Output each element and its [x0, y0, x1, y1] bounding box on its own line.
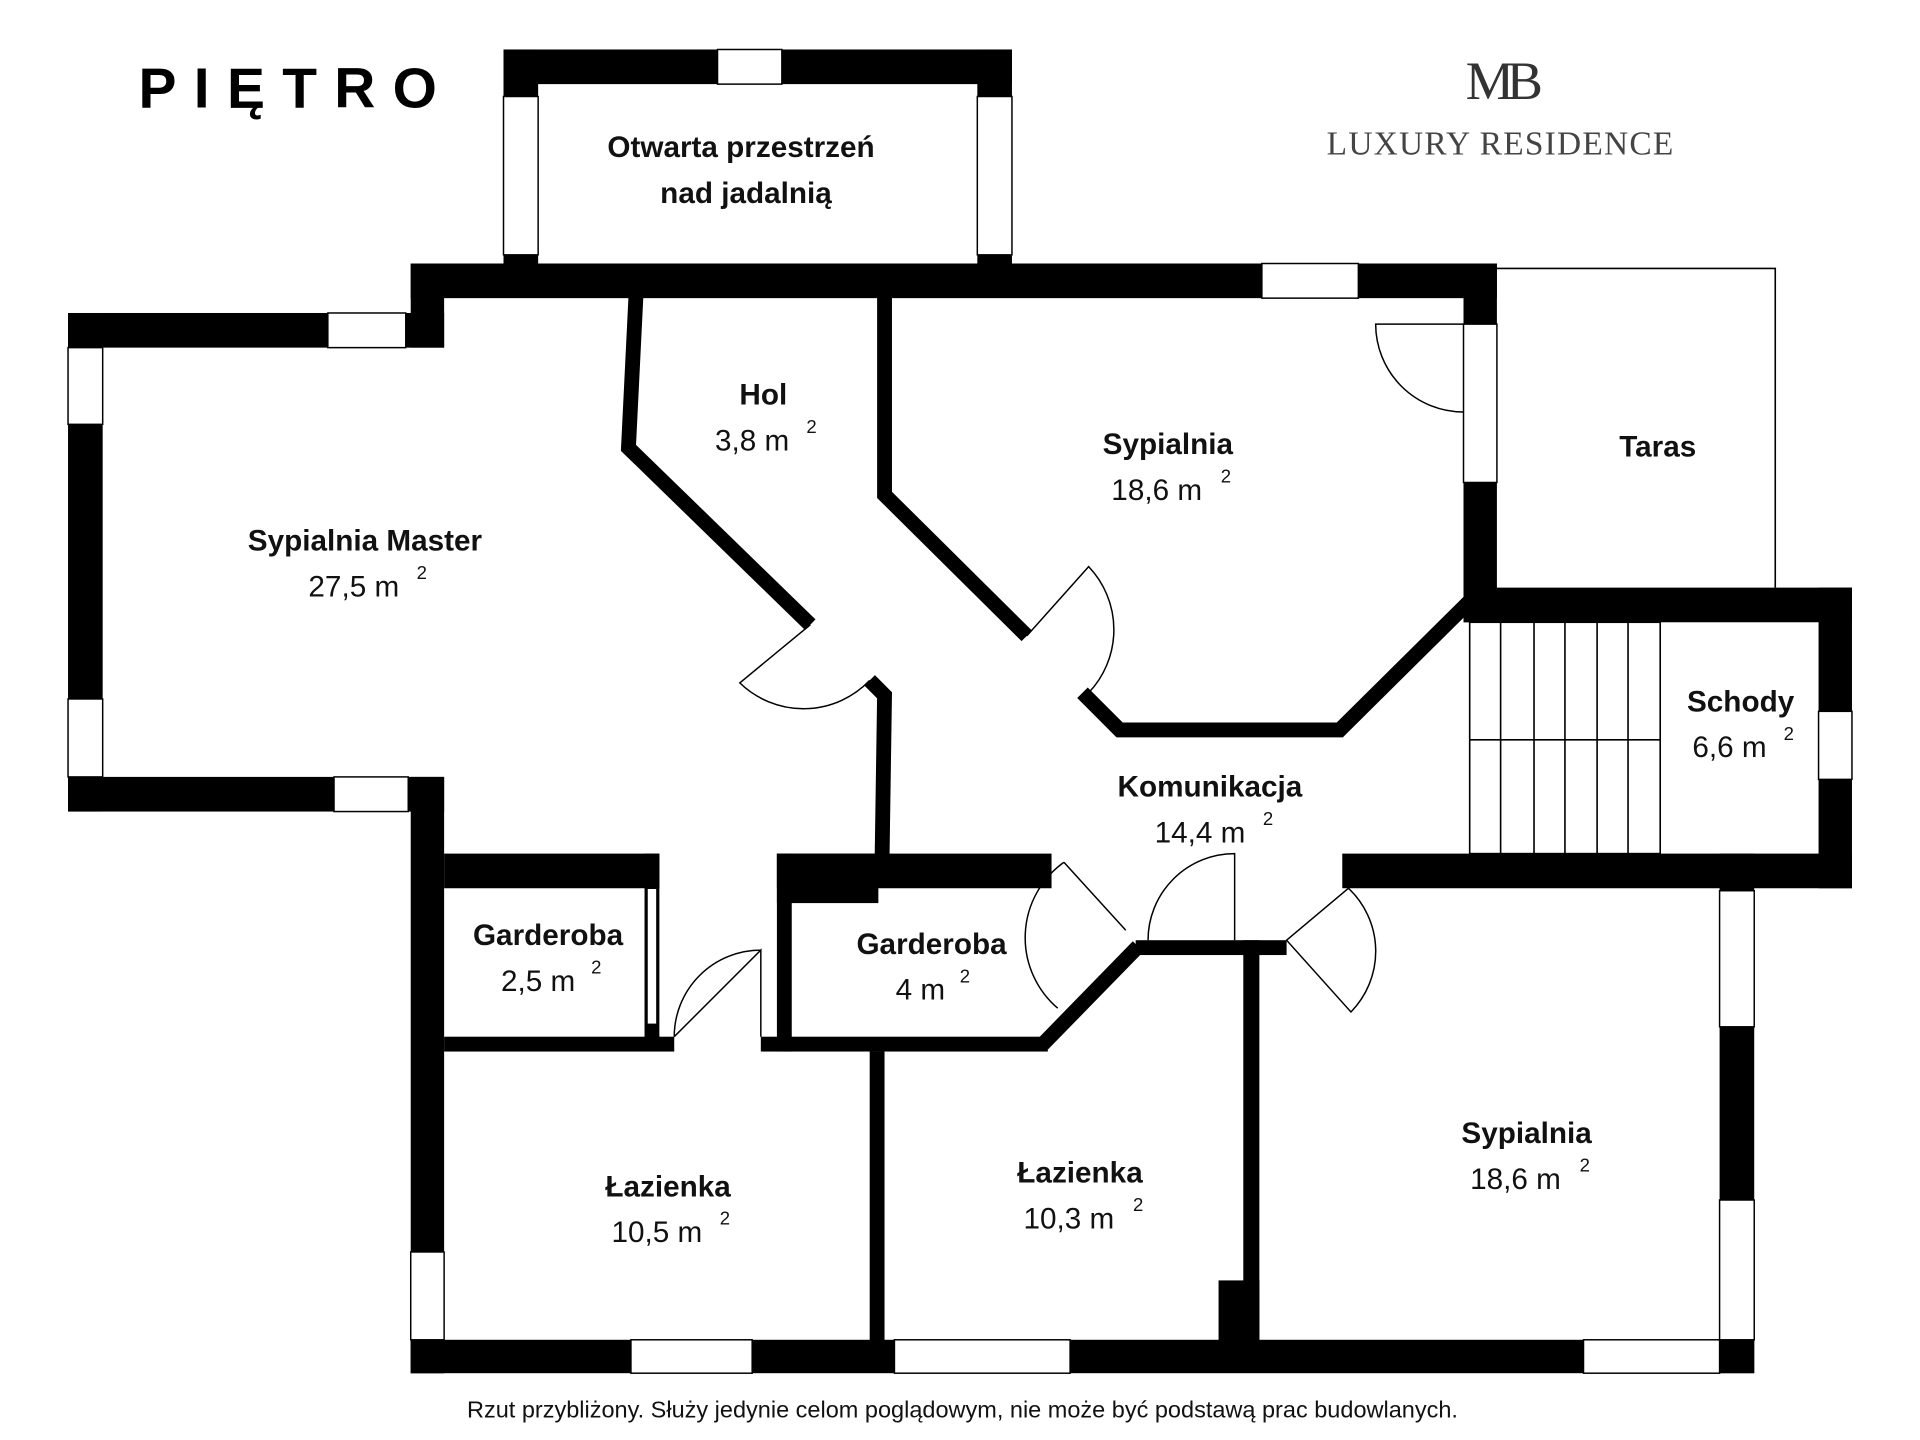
room-bedroom1-area: 18,6 m	[1111, 474, 1202, 507]
logo-monogram: MB	[1466, 50, 1541, 111]
room-master-name: Sypialnia Master	[248, 525, 483, 558]
room-wardrobe1-name: Garderoba	[473, 919, 624, 952]
area-exponent: 2	[806, 416, 816, 437]
logo-name: LUXURY RESIDENCE	[1327, 126, 1675, 163]
area-exponent: 2	[417, 562, 427, 583]
room-bedroom2-name: Sypialnia	[1461, 1117, 1592, 1150]
room-bathroom1-name: Łazienka	[605, 1170, 731, 1203]
room-hol-area: 3,8 m	[715, 424, 789, 457]
area-exponent: 2	[960, 965, 970, 986]
terrace-outline	[1496, 267, 1777, 588]
room-bathroom2-name: Łazienka	[1017, 1157, 1143, 1190]
room-open-space-label-2: nad jadalnią	[660, 177, 832, 210]
logo: MB LUXURY RESIDENCE	[1327, 50, 1675, 163]
room-open-space-label: Otwarta przestrzeń	[607, 131, 874, 164]
room-corridor-name: Komunikacja	[1118, 771, 1303, 804]
area-exponent: 2	[1221, 465, 1231, 486]
room-hol-name: Hol	[739, 379, 787, 412]
room-terrace-name: Taras	[1619, 430, 1696, 463]
stairs	[1468, 621, 1662, 855]
room-wardrobe2-area: 4 m	[896, 974, 946, 1007]
area-exponent: 2	[720, 1208, 730, 1229]
room-wardrobe1-area: 2,5 m	[501, 965, 575, 998]
room-bathroom1-area: 10,5 m	[612, 1216, 703, 1249]
room-bathroom2-area: 10,3 m	[1023, 1202, 1114, 1235]
room-labels: Otwarta przestrzeń nad jadalnią Hol 3,8 …	[248, 131, 1795, 1249]
windows	[67, 48, 1853, 1374]
doors	[673, 323, 1464, 1038]
area-exponent: 2	[1133, 1194, 1143, 1215]
area-exponent: 2	[1580, 1155, 1590, 1176]
room-stairs-name: Schody	[1687, 685, 1795, 718]
area-exponent: 2	[1784, 723, 1794, 744]
room-stairs-area: 6,6 m	[1692, 731, 1766, 764]
area-exponent: 2	[1263, 808, 1273, 829]
floor-title: PIĘTRO	[139, 57, 455, 121]
room-master-area: 27,5 m	[308, 570, 399, 603]
room-bedroom1-name: Sypialnia	[1103, 428, 1234, 461]
room-corridor-area: 14,4 m	[1155, 816, 1246, 849]
disclaimer: Rzut przybliżony. Służy jedynie celom po…	[467, 1397, 1458, 1423]
area-exponent: 2	[591, 957, 601, 978]
room-bedroom2-area: 18,6 m	[1470, 1163, 1561, 1196]
room-wardrobe2-name: Garderoba	[856, 928, 1007, 961]
